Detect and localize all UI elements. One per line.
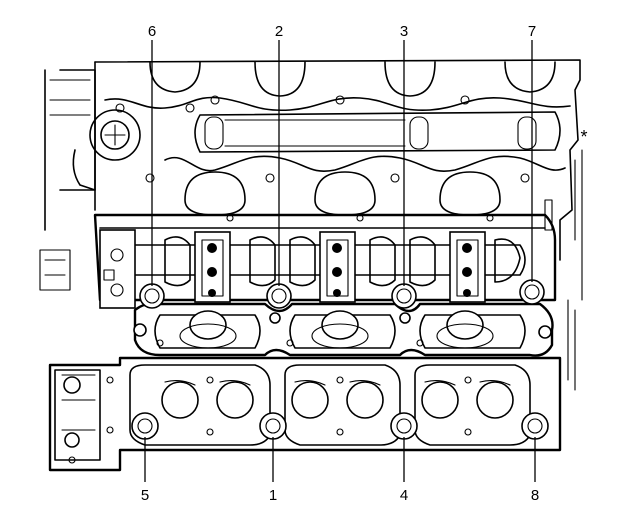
bolt-5 bbox=[131, 412, 159, 440]
cylinder-head-lower bbox=[48, 356, 562, 472]
bolt-6 bbox=[139, 283, 165, 309]
bolt-3 bbox=[391, 283, 417, 309]
head-bolts bbox=[131, 279, 549, 440]
asterisk-mark: * bbox=[580, 127, 587, 147]
bolt-4 bbox=[390, 412, 418, 440]
callout-label-1: 1 bbox=[269, 487, 277, 504]
callout-leaders bbox=[144, 40, 536, 482]
bolt-7 bbox=[519, 279, 545, 305]
callout-label-2: 2 bbox=[275, 23, 283, 40]
callout-labels: 6 2 3 7 5 1 4 8 * bbox=[141, 23, 588, 504]
callout-label-8: 8 bbox=[531, 487, 539, 504]
callout-label-6: 6 bbox=[148, 23, 156, 40]
callout-label-7: 7 bbox=[528, 23, 536, 40]
callout-label-3: 3 bbox=[400, 23, 408, 40]
bolt-2 bbox=[266, 283, 292, 309]
intake-port-flange bbox=[133, 302, 554, 357]
callout-label-5: 5 bbox=[141, 487, 149, 504]
camshaft-carrier bbox=[93, 213, 557, 309]
engine-block-background bbox=[39, 59, 583, 391]
bolt-1 bbox=[259, 412, 287, 440]
bolt-8 bbox=[521, 412, 549, 440]
callout-label-4: 4 bbox=[400, 487, 408, 504]
